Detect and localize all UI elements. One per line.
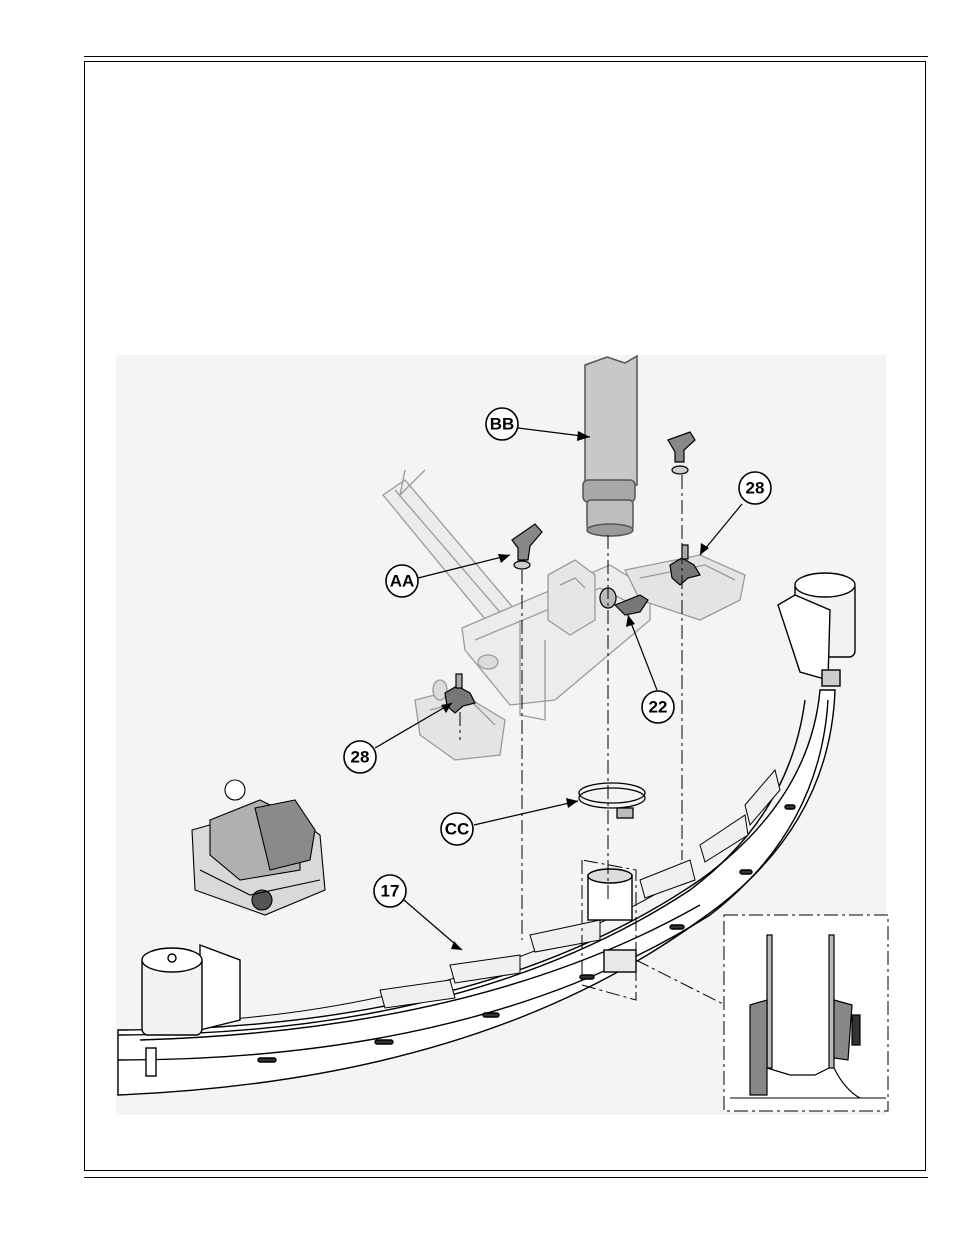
callout-cc-label: CC [445,820,470,839]
callout-28-top-label: 28 [746,479,765,498]
callout-17: 17 [374,875,406,907]
callout-aa-label: AA [390,572,415,591]
section-detail-inset [724,915,888,1111]
callout-bb: BB [486,408,518,440]
callout-cc: CC [441,813,473,845]
vacuum-hose [583,356,637,536]
callout-22-label: 22 [649,698,668,717]
callout-17-label: 17 [381,882,400,901]
callout-28-top: 28 [739,472,771,504]
callout-22: 22 [642,691,674,723]
callout-28-left: 28 [344,741,376,773]
callout-aa: AA [386,565,418,597]
callout-28-left-label: 28 [351,748,370,767]
callout-bb-label: BB [490,415,515,434]
